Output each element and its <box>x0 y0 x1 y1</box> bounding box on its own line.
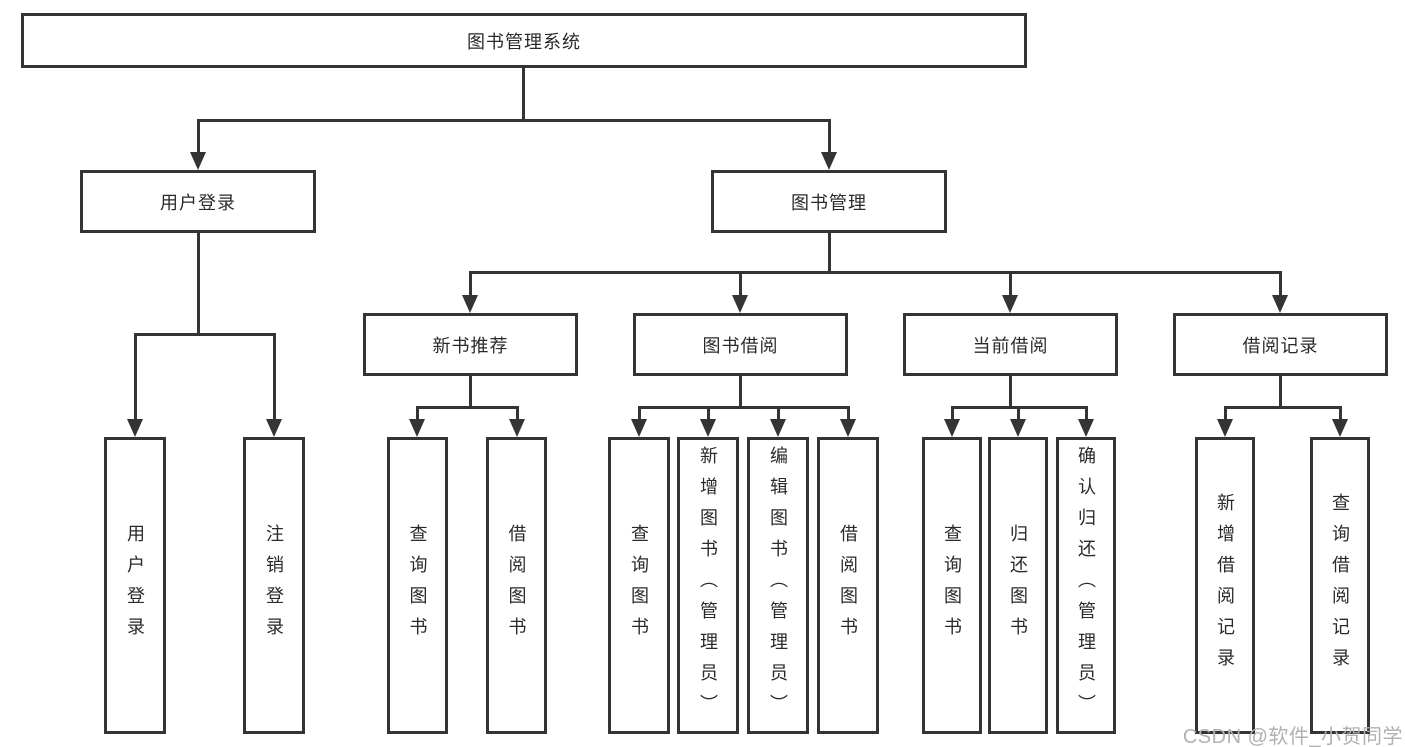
connector-arrowhead <box>127 419 143 437</box>
connector-line <box>951 406 954 421</box>
leaf-borrow-query-books: 查询图书 <box>608 437 670 734</box>
connector-arrowhead <box>1217 419 1233 437</box>
connector-arrowhead <box>821 152 837 170</box>
connector-line <box>273 333 276 420</box>
node-book-management: 图书管理 <box>711 170 947 233</box>
connector-arrowhead <box>840 419 856 437</box>
connector-line <box>777 406 780 421</box>
connector-arrowhead <box>509 419 525 437</box>
connector-arrowhead <box>944 419 960 437</box>
leaf-borrow-add-books-admin: 新增图书（管理员） <box>677 437 739 734</box>
connector-line <box>134 333 137 420</box>
connector-arrowhead <box>462 295 478 313</box>
connector-line <box>1085 406 1088 421</box>
connector-line <box>197 119 200 153</box>
connector-arrowhead <box>631 419 647 437</box>
connector-line <box>1009 375 1012 407</box>
connector-line <box>1017 406 1020 421</box>
node-borrow-records: 借阅记录 <box>1173 313 1388 376</box>
connector-line <box>638 406 641 421</box>
connector-line <box>416 406 419 421</box>
leaf-borrow-borrow-books: 借阅图书 <box>817 437 879 734</box>
connector-line <box>469 271 1282 274</box>
connector-line <box>416 406 519 409</box>
connector-line <box>516 406 519 421</box>
connector-line <box>197 119 831 122</box>
connector-line <box>1279 271 1282 296</box>
leaf-current-return-books: 归还图书 <box>988 437 1048 734</box>
connector-arrowhead <box>1078 419 1094 437</box>
connector-line <box>847 406 850 421</box>
connector-arrowhead <box>1332 419 1348 437</box>
connector-arrowhead <box>700 419 716 437</box>
connector-line <box>197 233 200 334</box>
leaf-current-confirm-return-admin: 确认归还（管理员） <box>1056 437 1116 734</box>
connector-line <box>1009 271 1012 296</box>
connector-arrowhead <box>266 419 282 437</box>
connector-line <box>739 271 742 296</box>
node-user-login: 用户登录 <box>80 170 316 233</box>
connector-arrowhead <box>732 295 748 313</box>
connector-line <box>638 406 849 409</box>
connector-arrowhead <box>190 152 206 170</box>
connector-arrowhead <box>770 419 786 437</box>
leaf-record-add-borrow-record: 新增借阅记录 <box>1195 437 1255 734</box>
node-current-borrow: 当前借阅 <box>903 313 1118 376</box>
node-root: 图书管理系统 <box>21 13 1027 68</box>
connector-line <box>134 333 276 336</box>
connector-arrowhead <box>1272 295 1288 313</box>
connector-line <box>828 119 831 153</box>
leaf-current-query-books: 查询图书 <box>922 437 982 734</box>
connector-line <box>739 375 742 407</box>
connector-line <box>707 406 710 421</box>
node-book-borrow: 图书借阅 <box>633 313 848 376</box>
connector-line <box>469 375 472 407</box>
connector-arrowhead <box>1002 295 1018 313</box>
leaf-newbook-borrow-books: 借阅图书 <box>486 437 547 734</box>
leaf-newbook-query-books: 查询图书 <box>387 437 448 734</box>
leaf-borrow-edit-books-admin: 编辑图书（管理员） <box>747 437 809 734</box>
leaf-user-login: 用户登录 <box>104 437 166 734</box>
connector-line <box>1224 406 1341 409</box>
connector-line <box>1224 406 1227 421</box>
connector-line <box>522 68 525 121</box>
connector-line <box>1279 375 1282 407</box>
leaf-record-query-borrow-record: 查询借阅记录 <box>1310 437 1370 734</box>
csdn-watermark: CSDN @软件_小贺同学 <box>1182 726 1403 747</box>
connector-arrowhead <box>1010 419 1026 437</box>
leaf-logout: 注销登录 <box>243 437 305 734</box>
node-new-book-recommend: 新书推荐 <box>363 313 578 376</box>
connector-line <box>469 271 472 296</box>
connector-line <box>828 233 831 272</box>
connector-line <box>1339 406 1342 421</box>
connector-arrowhead <box>409 419 425 437</box>
